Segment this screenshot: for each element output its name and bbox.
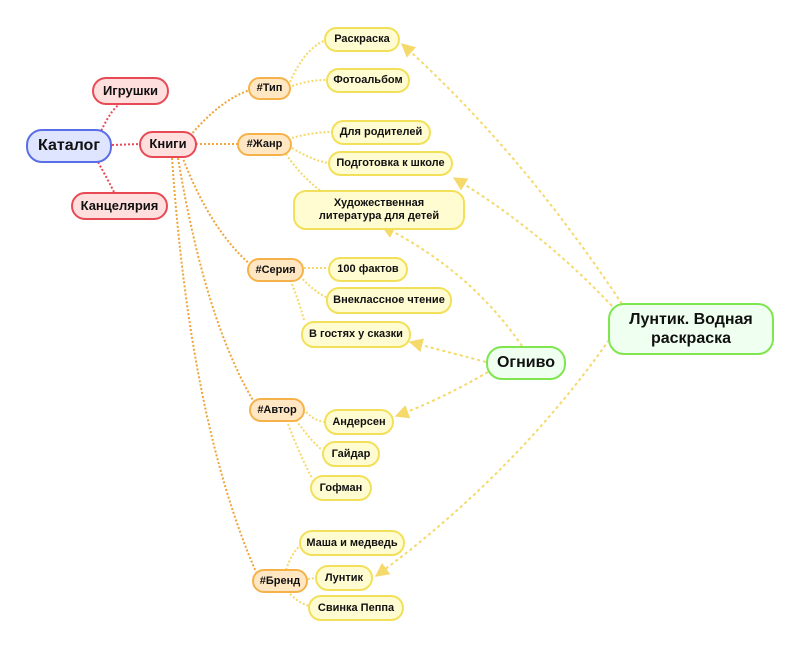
link-genre-fiction <box>285 153 323 193</box>
link-books-type <box>189 89 251 137</box>
node-fiction[interactable]: Художественная литература для детей <box>293 190 465 230</box>
node-toys[interactable]: Игрушки <box>92 77 169 105</box>
arrow-ognivo-fiction <box>380 225 523 347</box>
link-brand-masha <box>285 545 301 571</box>
link-genre-schoolprep <box>291 147 329 164</box>
node-100-facts[interactable]: 100 фактов <box>328 257 408 282</box>
link-books-series <box>181 155 253 267</box>
arrow-luntik-coloring <box>400 43 623 305</box>
node-peppa[interactable]: Свинка Пеппа <box>308 595 404 621</box>
node-tag-author[interactable]: #Автор <box>249 398 305 422</box>
link-series-fairytale <box>291 283 305 321</box>
node-tag-type[interactable]: #Тип <box>248 77 291 100</box>
link-books-brand <box>171 157 257 573</box>
link-books-author <box>177 157 255 403</box>
node-tag-genre[interactable]: #Жанр <box>237 133 292 156</box>
link-root-stationery <box>97 161 115 193</box>
arrow-luntik-schoolprep <box>452 177 613 307</box>
node-product-luntik[interactable]: Лунтик. Водная раскраска <box>608 303 774 355</box>
node-luntik-brand[interactable]: Лунтик <box>315 565 373 591</box>
node-fairytale[interactable]: В гостях у сказки <box>301 321 411 348</box>
node-andersen[interactable]: Андерсен <box>324 409 394 435</box>
node-stationery[interactable]: Канцелярия <box>71 192 168 220</box>
node-masha[interactable]: Маша и медведь <box>299 530 405 556</box>
node-tag-series[interactable]: #Серия <box>247 258 304 282</box>
link-type-photoalbum <box>291 79 327 87</box>
node-school-prep[interactable]: Подготовка к школе <box>328 151 453 176</box>
node-product-ognivo[interactable]: Огниво <box>486 346 566 380</box>
node-gaidar[interactable]: Гайдар <box>322 441 380 467</box>
node-books[interactable]: Книги <box>139 131 197 158</box>
link-type-coloring <box>289 39 327 83</box>
link-author-gaidar <box>295 419 323 451</box>
node-coloring[interactable]: Раскраска <box>324 27 400 52</box>
node-extracurricular[interactable]: Внеклассное чтение <box>326 287 452 314</box>
node-catalog[interactable]: Каталог <box>26 129 112 163</box>
node-tag-brand[interactable]: #Бренд <box>252 569 308 593</box>
link-brand-peppa <box>289 593 311 607</box>
link-root-books <box>111 143 141 146</box>
link-brand-luntik <box>299 577 317 581</box>
arrow-ognivo-andersen <box>394 371 489 419</box>
node-for-parents[interactable]: Для родителей <box>331 120 431 145</box>
node-photoalbum[interactable]: Фотоальбом <box>326 68 410 93</box>
link-series-extracurricular <box>299 275 329 299</box>
arrow-ognivo-fairytale <box>408 338 487 363</box>
link-genre-forparents <box>291 131 335 139</box>
link-author-andersen <box>305 411 327 423</box>
arrow-luntik-luntikbrand <box>374 329 617 577</box>
node-hoffmann[interactable]: Гофман <box>310 475 372 501</box>
link-author-hoffmann <box>287 423 313 479</box>
